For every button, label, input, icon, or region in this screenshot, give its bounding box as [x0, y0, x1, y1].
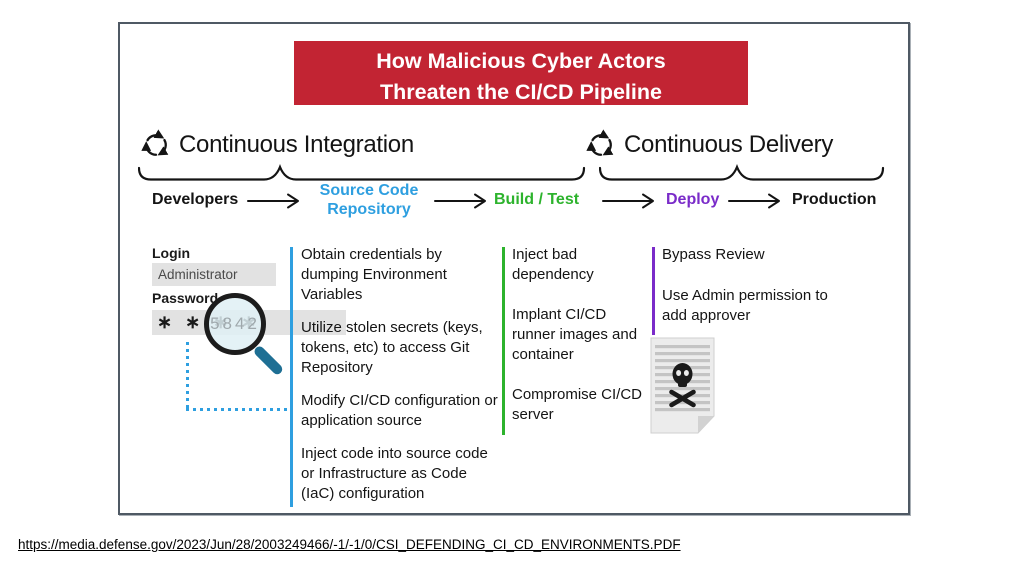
dotted-connector-vertical: [186, 342, 189, 410]
threat-item: Utilize stolen secrets (keys, tokens, et…: [301, 319, 483, 376]
stage-source-line2: Repository: [327, 201, 411, 219]
section-continuous-delivery: Continuous Delivery: [585, 129, 833, 161]
stage-build-test: Build / Test: [494, 191, 580, 208]
divider-build-test: [502, 247, 505, 435]
source-url-link[interactable]: https://media.defense.gov/2023/Jun/28/20…: [18, 537, 681, 552]
threat-item: Inject code into source code or Infrastr…: [301, 445, 488, 502]
arrow-icon: [247, 193, 305, 209]
threat-item: Bypass Review: [662, 246, 765, 263]
diagram-title-banner: How Malicious Cyber Actors Threaten the …: [294, 41, 748, 105]
threat-item: Inject bad dependency: [512, 246, 594, 283]
threat-item: Obtain credentials by dumping Environmen…: [301, 246, 447, 303]
cycle-icon: [586, 129, 614, 156]
magnifier-icon: 5842: [204, 293, 266, 355]
divider-source-code: [290, 247, 293, 507]
cycle-icon: [141, 129, 169, 156]
section-continuous-integration: Continuous Integration: [140, 129, 414, 161]
stage-deploy: Deploy: [666, 191, 720, 208]
cicd-threat-diagram: How Malicious Cyber Actors Threaten the …: [118, 22, 910, 515]
cd-brace: [599, 164, 885, 181]
password-label: Password: [152, 290, 219, 306]
threat-item: Use Admin permission to add approver: [662, 287, 828, 324]
ci-brace: [138, 164, 586, 181]
title-line2: Threaten the CI/CD Pipeline: [380, 79, 662, 104]
section-label-cd: Continuous Delivery: [624, 131, 834, 158]
login-label: Login: [152, 245, 191, 261]
section-label-ci: Continuous Integration: [179, 131, 414, 158]
arrow-icon: [602, 193, 660, 209]
threat-list-source-code: Obtain credentials by dumping Environmen…: [301, 245, 501, 517]
stage-source-code-repository: Source Code Repository: [304, 181, 434, 219]
threat-list-build-test: Inject bad dependency Implant CI/CD runn…: [512, 245, 652, 445]
threat-item: Compromise CI/CD server: [512, 386, 643, 423]
login-field: Administrator: [152, 263, 276, 286]
stage-source-line1: Source Code: [319, 182, 419, 199]
divider-deploy: [652, 247, 655, 335]
password-field-extension: [276, 310, 346, 335]
stage-developers: Developers: [152, 191, 239, 208]
threat-item: Modify CI/CD configuration or applicatio…: [301, 392, 498, 429]
arrow-icon: [434, 193, 492, 209]
magnifier-handle: [252, 344, 285, 377]
title-line1: How Malicious Cyber Actors: [376, 49, 666, 73]
skull-icon: [669, 363, 696, 408]
skull-document-icon: [650, 337, 715, 434]
threat-item: Implant CI/CD runner images and containe…: [512, 306, 638, 363]
threat-list-deploy: Bypass Review Use Admin permission to ad…: [662, 245, 834, 347]
revealed-password: 5842: [210, 314, 260, 333]
dotted-connector-horizontal: [186, 408, 290, 411]
arrow-icon: [728, 193, 786, 209]
stage-production: Production: [792, 191, 877, 208]
